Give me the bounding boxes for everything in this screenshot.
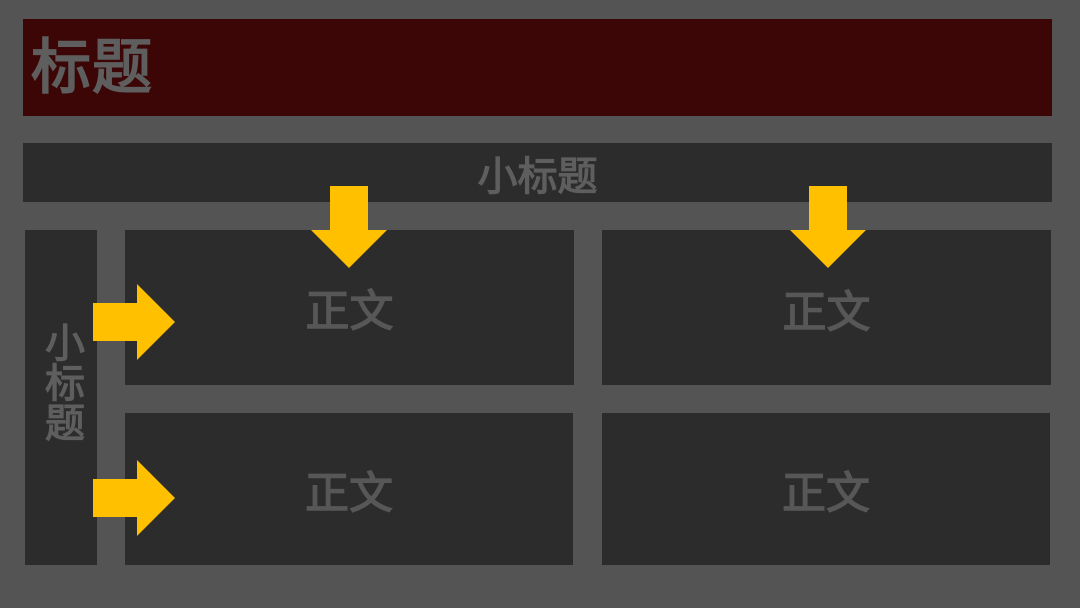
title-bar: 标题 xyxy=(23,19,1052,116)
body-cell-4: 正文 xyxy=(602,413,1050,565)
vertical-subtitle: 小标题 xyxy=(38,322,84,442)
body-cell-label: 正文 xyxy=(782,286,871,338)
body-cell-label: 正文 xyxy=(782,468,870,519)
arrow-right-icon xyxy=(93,284,175,360)
horizontal-subtitle-bar: 小标题 xyxy=(23,143,1052,202)
horizontal-subtitle: 小标题 xyxy=(477,153,598,200)
page-title: 标题 xyxy=(31,33,153,103)
body-cell-2: 正文 xyxy=(602,230,1051,385)
body-cell-3: 正文 xyxy=(125,413,573,565)
arrow-right-icon xyxy=(93,460,175,536)
body-cell-label: 正文 xyxy=(305,285,394,337)
vertical-subtitle-bar: 小标题 xyxy=(25,230,97,565)
arrow-down-icon xyxy=(790,186,866,268)
body-cell-label: 正文 xyxy=(305,468,393,519)
arrow-down-icon xyxy=(311,186,387,268)
